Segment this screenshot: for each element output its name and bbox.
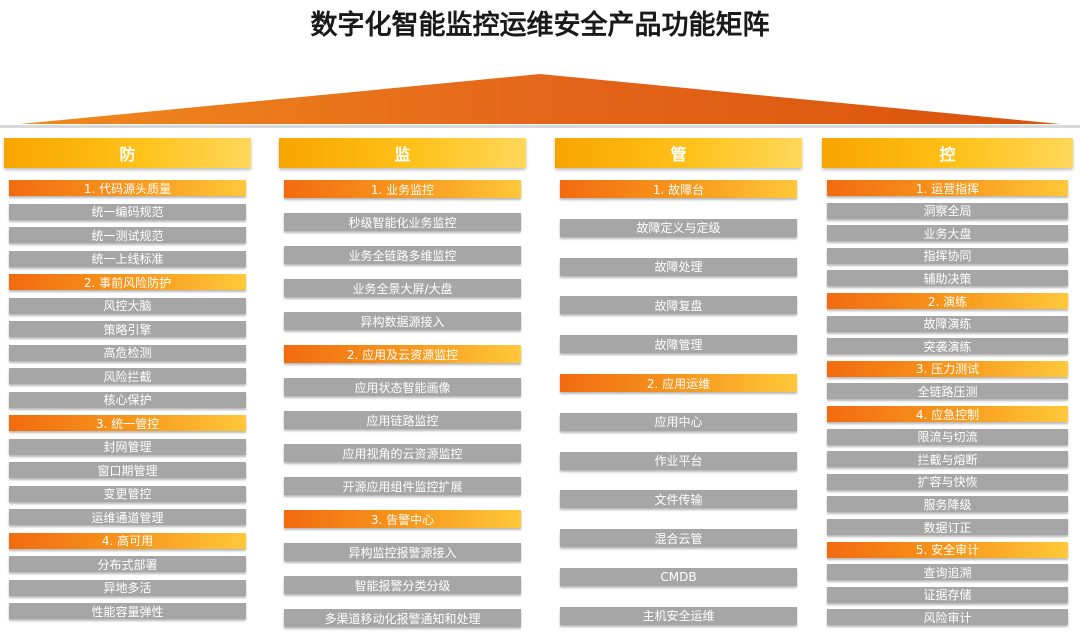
function-item: 混合云管 [560,529,797,548]
section-header: 2. 应用及云资源监控 [284,345,521,363]
column-kong: 控 1. 运营指挥洞察全局业务大盘指挥协同辅助决策 2. 演练故障演练突袭演练 3.… [822,138,1073,638]
roof-banner [0,74,1080,128]
column-jian: 监 1. 业务监控秒级智能化业务监控业务全链路多维监控业务全景大屏/大盘异构数据… [279,138,526,633]
function-item: 业务大盘 [827,225,1068,242]
function-item: 故障处理 [560,257,797,276]
function-item: 故障定义与定级 [560,218,797,237]
function-item: 应用链路监控 [284,411,521,429]
function-item: 分布式部署 [9,556,246,572]
function-item: 全链路压测 [827,383,1068,400]
function-item: 风控大脑 [9,297,246,314]
function-item: 异地多活 [9,579,246,596]
column-header-fang: 防 [4,138,251,168]
function-item: 运维通道管理 [9,509,246,525]
roof-triangle [20,74,1060,124]
column-header-guan: 管 [555,138,802,168]
section-header: 4. 高可用 [9,532,246,549]
function-item: 证据存储 [827,586,1068,603]
section-header: 3. 告警中心 [284,510,521,528]
function-item: 指挥协同 [827,247,1068,264]
function-item: 异构数据源接入 [284,312,521,330]
function-item: 性能容量弹性 [9,603,246,619]
function-item: 统一上线标准 [9,250,246,267]
function-item: 业务全景大屏/大盘 [284,279,521,297]
column-guan: 管 1. 故障台故障定义与定级故障处理故障复盘故障管理 2. 应用运维应用中心作业… [555,138,802,633]
function-item: 风险审计 [827,609,1068,626]
roof-base-line [0,125,1080,128]
function-item: 智能报警分类分级 [284,576,521,594]
function-item: 洞察全局 [827,202,1068,219]
column-header-jian: 监 [279,138,526,168]
function-item: 拦截与熔断 [827,451,1068,468]
function-item: 故障复盘 [560,296,797,315]
function-item: 核心保护 [9,391,246,408]
function-item: 查询追溯 [827,564,1068,581]
section-header: 1. 故障台 [560,180,797,198]
function-item: 故障演练 [827,315,1068,332]
section-header: 1. 业务监控 [284,180,521,198]
function-item: 数据订正 [827,519,1068,535]
section-header: 3. 压力测试 [827,360,1068,377]
function-item: 辅助决策 [827,270,1068,287]
function-item: 故障管理 [560,335,797,354]
section-header: 2. 事前风险防护 [9,274,246,290]
function-item: 窗口期管理 [9,462,246,478]
function-item: 作业平台 [560,451,797,470]
function-item: 封网管理 [9,438,246,455]
function-item: 突袭演练 [827,338,1068,355]
function-item: 高危检测 [9,344,246,361]
function-item: 服务降级 [827,496,1068,513]
function-item: 风险拦截 [9,368,246,384]
function-item: 主机安全运维 [560,606,797,625]
function-item: 策略引擎 [9,321,246,337]
function-item: 异构监控报警源接入 [284,543,521,561]
function-item: 秒级智能化业务监控 [284,213,521,231]
function-item: 应用状态智能画像 [284,378,521,396]
function-item: 多渠道移动化报警通知和处理 [284,609,521,627]
function-item: 扩容与快恢 [827,473,1068,490]
column-header-kong: 控 [822,138,1073,168]
section-header: 2. 演练 [827,293,1068,309]
column-fang: 防 1. 代码源头质量统一编码规范统一测试规范统一上线标准 2. 事前风险防护风控… [4,138,251,633]
function-item: 限流与切流 [827,428,1068,445]
section-header: 5. 安全审计 [827,541,1068,558]
function-item: CMDB [560,568,797,586]
page-title: 数字化智能监控运维安全产品功能矩阵 [310,10,770,41]
section-header: 4. 应急控制 [827,406,1068,422]
function-item: 文件传输 [560,490,797,509]
function-item: 开源应用组件监控扩展 [284,477,521,495]
section-header: 3. 统一管控 [9,415,246,431]
function-item: 变更管控 [9,485,246,502]
section-header: 2. 应用运维 [560,374,797,392]
section-header: 1. 运营指挥 [827,180,1068,196]
function-item: 统一测试规范 [9,227,246,243]
function-item: 统一编码规范 [9,203,246,220]
section-header: 1. 代码源头质量 [9,180,246,196]
function-item: 业务全链路多维监控 [284,246,521,264]
function-item: 应用中心 [560,412,797,431]
function-item: 应用视角的云资源监控 [284,444,521,462]
